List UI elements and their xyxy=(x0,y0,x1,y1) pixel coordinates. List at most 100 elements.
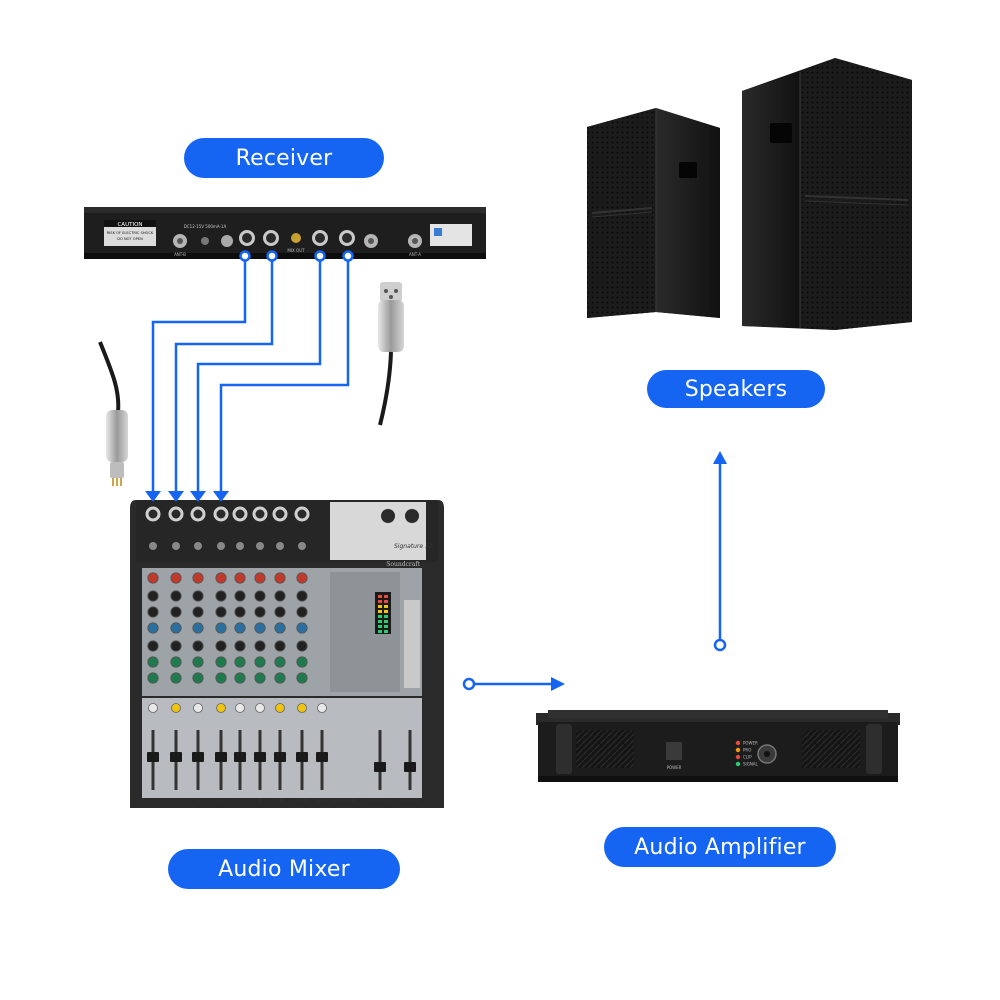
mixer-fader-cap-5 xyxy=(234,752,246,762)
mixer-group-label: GROUP 1-2 xyxy=(367,798,390,803)
mixer-knob-3-1 xyxy=(192,572,204,584)
mixer-knob-3-2 xyxy=(192,590,204,602)
mixer-xlr-input-6 xyxy=(252,506,268,550)
mixer-knob-7-1 xyxy=(274,572,286,584)
xlr-cable-male xyxy=(98,341,128,486)
mixer-fader-cap-7 xyxy=(274,752,286,762)
mixer-xlr-input-3 xyxy=(190,506,206,550)
caution-text: CAUTION xyxy=(117,222,142,228)
receiver-xlr-out-3 xyxy=(312,230,328,246)
amp-led-2 xyxy=(735,747,741,753)
mixer-channel-label: 7/8 xyxy=(276,798,283,804)
mixer-knob-2-4 xyxy=(170,622,182,634)
mixer-channel-label: 6 xyxy=(259,798,262,804)
mixer-fader-cap-2 xyxy=(170,752,182,762)
arrowhead-3 xyxy=(190,491,206,502)
mixer-knob-5-1 xyxy=(234,572,246,584)
antenna-connector-a xyxy=(364,234,378,248)
speakers-image xyxy=(587,58,912,330)
ant-connector-mid xyxy=(221,235,233,247)
mixer-xlr-input-7 xyxy=(272,506,288,550)
mixer-fader-cap-4 xyxy=(215,752,227,762)
mixer-model-text: Signature 12 xyxy=(394,543,433,550)
mixer-fader-strip xyxy=(147,703,416,790)
mixer-level-meter xyxy=(375,592,391,634)
mixer-xlr-input-8 xyxy=(294,506,310,550)
amp-power-switch xyxy=(666,742,682,760)
receiver-to-mixer-connections xyxy=(151,256,350,491)
mixer-channel-label: 1 xyxy=(152,798,155,804)
mixer-fader-cap-1 xyxy=(147,752,159,762)
mixer-knob-3-5 xyxy=(192,640,204,652)
arrowhead-4 xyxy=(213,491,229,502)
warning-line-2: DO NOT OPEN xyxy=(117,237,143,241)
mixer-knob-6-3 xyxy=(254,606,266,618)
mixer-bus-fader-cap-2 xyxy=(404,762,416,772)
amp-led-label: CLIP xyxy=(743,755,752,760)
mixer-knob-6-2 xyxy=(254,590,266,602)
audio-mixer-label: Audio Mixer xyxy=(168,849,400,889)
connection-line-3 xyxy=(196,256,322,491)
amp-vent-left xyxy=(576,730,634,768)
dc-power-jack xyxy=(201,237,209,245)
mixer-knob-6-5 xyxy=(254,640,266,652)
mixer-master-label: MASTER xyxy=(402,798,419,803)
mixer-knob-4-6 xyxy=(215,656,227,668)
amplifier-label-wrapper: Audio Amplifier xyxy=(604,827,836,867)
receiver-label-wrapper: Receiver xyxy=(184,138,384,178)
mixer-knob-6-1 xyxy=(254,572,266,584)
amp-power-label: POWER xyxy=(667,765,682,770)
receiver-xlr-out-2 xyxy=(263,230,279,246)
mixer-knob-8-4 xyxy=(296,622,308,634)
mixer-knob-1-2 xyxy=(147,590,159,602)
mixer-knob-5-5 xyxy=(234,640,246,652)
warning-line-1: RISK OF ELECTRIC SHOCK xyxy=(107,231,154,235)
mixer-stereo-xlr-right xyxy=(405,509,419,523)
mixer-xlr-input-4 xyxy=(213,506,229,550)
mixer-channel-label: 3 xyxy=(197,798,200,804)
amp-led-4 xyxy=(735,761,741,767)
mixer-channel-label: 5 xyxy=(239,798,242,804)
mixer-fader-cap-3 xyxy=(192,752,204,762)
ant-a-label: ANT-A xyxy=(409,252,421,257)
connection-line-4 xyxy=(219,256,350,491)
ant-b-label: ANT-B xyxy=(174,252,186,257)
arrowhead-2 xyxy=(168,491,184,502)
mixer-knob-7-7 xyxy=(274,672,286,684)
mixer-knob-3-7 xyxy=(192,672,204,684)
xlr-cable-female xyxy=(378,282,404,426)
mixer-knob-4-2 xyxy=(215,590,227,602)
amp-led-label: POWER xyxy=(743,741,758,746)
mixer-knob-4-7 xyxy=(215,672,227,684)
mixer-xlr-input-row xyxy=(145,506,310,550)
amp-led-label: SIGNAL xyxy=(743,762,759,767)
amp-vent-right xyxy=(802,730,860,768)
mixer-knob-3-3 xyxy=(192,606,204,618)
mixer-fader-cap-6 xyxy=(254,752,266,762)
mixer-knob-8-7 xyxy=(296,672,308,684)
mixer-knob-5-3 xyxy=(234,606,246,618)
mixer-knob-2-7 xyxy=(170,672,182,684)
mixer-knob-1-1 xyxy=(147,572,159,584)
mixer-xlr-input-1 xyxy=(145,506,161,550)
mixer-channel-label: 2 xyxy=(175,798,178,804)
power-spec-label: DC12-15V 500mA-1A xyxy=(184,224,227,229)
mixer-fx-return-label: FX RETURN xyxy=(332,798,355,803)
mixer-knob-7-6 xyxy=(274,656,286,668)
mixer-channel-label: 11/12 xyxy=(316,798,329,804)
connection-line-1 xyxy=(151,256,247,491)
amp-led-1 xyxy=(735,740,741,746)
receiver-image: CAUTION RISK OF ELECTRIC SHOCK DO NOT OP… xyxy=(84,207,486,259)
connection-start-dot-3 xyxy=(314,250,326,262)
amplifier-to-speakers-arrow xyxy=(713,451,727,652)
mixer-fader-cap-8 xyxy=(296,752,308,762)
connection-start-dot-4 xyxy=(342,250,354,262)
mixer-knob-1-5 xyxy=(147,640,159,652)
mixer-knob-5-6 xyxy=(234,656,246,668)
mixer-knob-2-2 xyxy=(170,590,182,602)
receiver-warning-sticker: CAUTION RISK OF ELECTRIC SHOCK DO NOT OP… xyxy=(104,220,156,246)
